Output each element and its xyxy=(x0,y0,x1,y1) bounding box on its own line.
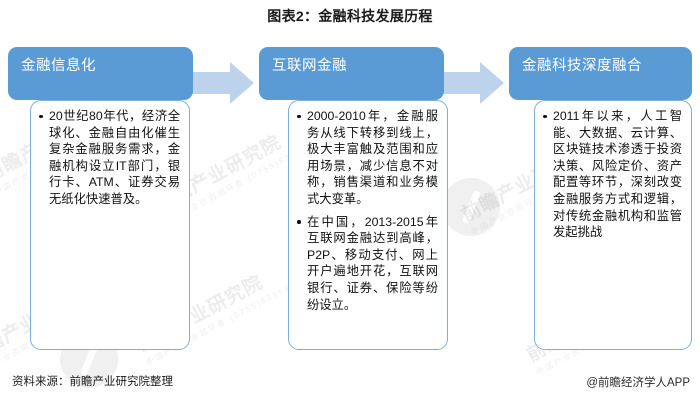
stage-3-header[interactable]: 金融科技深度融合 xyxy=(509,47,692,100)
stage-2-body: 2000-2010年，金融服务从线下转移到线上，极大丰富触及范围和应用场景，减少… xyxy=(288,100,448,350)
stage-1-bullet-list: 20世纪80年代，经济全球化、金融自由化催生复杂金融服务需求，金融机构设立IT部… xyxy=(38,108,180,208)
stage-1-header[interactable]: 金融信息化 xyxy=(8,47,193,100)
stage-2-bullet-list: 2000-2010年，金融服务从线下转移到线上，极大丰富触及范围和应用场景，减少… xyxy=(296,108,438,313)
arrow-stage1-to-stage2 xyxy=(190,62,256,109)
app-credit: @前瞻经济学人APP xyxy=(586,377,690,389)
stage-3-body: 2011年以来，人工智能、大数据、云计算、区块链技术渗透于投资决策、风险定价、资… xyxy=(534,100,692,350)
stage-1-body: 20世纪80年代，经济全球化、金融自由化催生复杂金融服务需求，金融机构设立IT部… xyxy=(30,100,190,350)
stage-3-bullet-list: 2011年以来，人工智能、大数据、云计算、区块链技术渗透于投资决策、风险定价、资… xyxy=(542,108,682,241)
list-item: 2000-2010年，金融服务从线下转移到线上，极大丰富触及范围和应用场景，减少… xyxy=(296,108,438,208)
list-item: 20世纪80年代，经济全球化、金融自由化催生复杂金融服务需求，金融机构设立IT部… xyxy=(38,108,180,208)
arrow-stage2-to-stage3 xyxy=(440,62,506,109)
list-item: 2011年以来，人工智能、大数据、云计算、区块链技术渗透于投资决策、风险定价、资… xyxy=(542,108,682,241)
list-item: 在中国，2013-2015年互联网金融达到高峰，P2P、移动支付、网上开户遍地开… xyxy=(296,214,438,314)
page-title: 图表2：金融科技发展历程 xyxy=(267,8,433,24)
watermark-logo-icon xyxy=(442,178,500,236)
source-note: 资料来源：前瞻产业研究院整理 xyxy=(12,376,173,388)
stage-2-header[interactable]: 互联网金融 xyxy=(259,47,444,100)
